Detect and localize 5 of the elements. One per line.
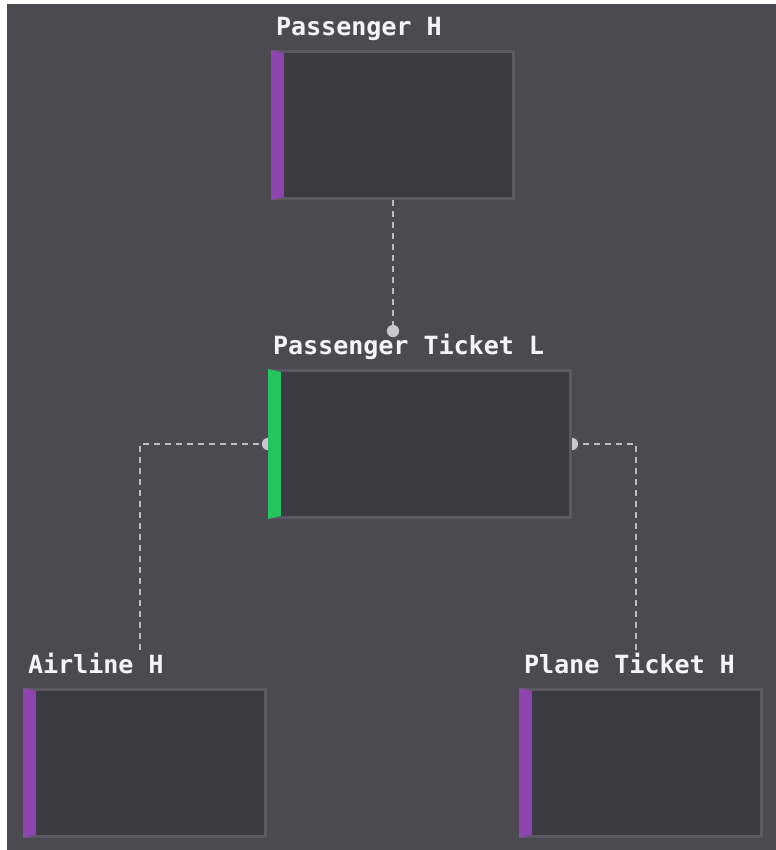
entity-title: Airline H xyxy=(27,650,164,681)
entity-title: Passenger Ticket L xyxy=(272,331,544,362)
entity-title: Passenger H xyxy=(275,12,442,43)
entity-title: Plane Ticket H xyxy=(523,650,735,681)
connector xyxy=(386,200,400,338)
